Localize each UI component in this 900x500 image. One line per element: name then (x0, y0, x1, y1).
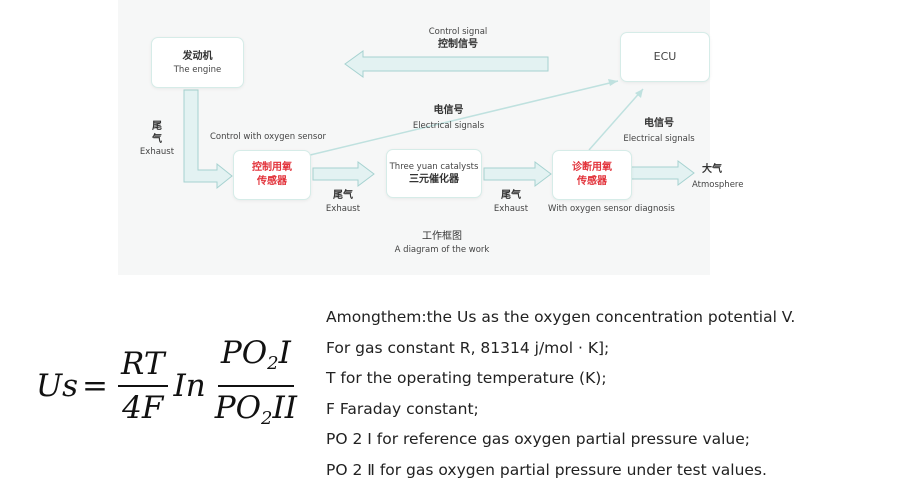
legend-line: PO 2 Ⅱ for gas oxygen partial pressure u… (326, 460, 767, 479)
diagram-caption-zh: 工作框图 (422, 231, 462, 242)
legend-line: Amongthem:the Us as the oxygen concentra… (326, 308, 796, 326)
work-diagram: 发动机 The engine ECU 控制用氧 传感器 Three yuan c… (118, 0, 743, 275)
control-sensor-label-line1: 控制用氧 (252, 162, 292, 173)
exhaust-label-3-zh: 尾气 (501, 190, 521, 201)
control-sensor-label-line2: 传感器 (257, 176, 287, 187)
control-sensor-caption: Control with oxygen sensor (210, 132, 327, 142)
atmosphere-label-zh: 大气 (702, 164, 722, 175)
legend-line: PO 2 Ⅰ for reference gas oxygen partial … (326, 430, 751, 448)
exhaust-label-1-en: Exhaust (139, 147, 175, 157)
formula-num-i: I (278, 335, 291, 371)
exhaust-label-2: 尾气 Exhaust (318, 189, 368, 215)
formula-ratio-den: PO2II (212, 387, 300, 437)
formula-equals: = (82, 368, 109, 404)
diagnosis-sensor-caption: With oxygen sensor diagnosis (548, 204, 675, 214)
formula-coef-num: RT (118, 346, 168, 387)
legend-line: T for the operating temperature (K); (326, 369, 607, 387)
exhaust-arrow-1 (183, 89, 233, 190)
electrical-signal-label-2-zh: 电信号 (644, 118, 674, 129)
atmosphere-label-en: Atmosphere (692, 180, 744, 190)
electrical-signal-line-1 (305, 80, 619, 157)
formula-ln: In (173, 368, 206, 404)
engine-label-zh: 发动机 (182, 50, 213, 62)
electrical-signal-label-2-en: Electrical signals (623, 134, 695, 144)
electrical-signal-line-2 (588, 88, 644, 151)
exhaust-label-1-zh-2: 气 (152, 134, 162, 145)
catalyst-node: Three yuan catalysts 三元催化器 (386, 149, 482, 198)
catalyst-caption: Three yuan catalysts (389, 161, 479, 172)
engine-label-en: The engine (173, 64, 222, 75)
legend-line: F Faraday constant; (326, 399, 479, 418)
control-signal-arrow (344, 50, 549, 78)
electrical-signal-head-2 (635, 89, 643, 98)
formula-lhs: Us (36, 368, 79, 404)
exhaust-label-2-en: Exhaust (325, 204, 361, 214)
control-sensor-node: 控制用氧 传感器 (233, 150, 311, 200)
exhaust-arrow-2 (312, 161, 375, 187)
formula-pressure-ratio: PO2I PO2II (212, 335, 300, 437)
formula-coefficient: RT 4F (118, 346, 168, 426)
exhaust-label-3: 尾气 Exhaust (486, 189, 536, 215)
control-signal-label-en: Control signal (428, 27, 488, 37)
formula-ratio-num: PO2I (217, 335, 294, 387)
electrical-signal-label-1: 电信号 Electrical signals (391, 104, 506, 132)
electrical-signal-label-1-zh: 电信号 (433, 105, 464, 116)
electrical-signal-label-1-en: Electrical signals (412, 121, 485, 131)
exhaust-label-2-zh: 尾气 (333, 190, 353, 201)
control-signal-label-zh: 控制信号 (438, 39, 478, 50)
diagram-caption: 工作框图 A diagram of the work (372, 230, 512, 256)
catalyst-label-zh: 三元催化器 (409, 173, 459, 185)
exhaust-label-1: 尾 气 Exhaust (132, 120, 182, 158)
exhaust-label-1-zh-1: 尾 (152, 121, 162, 132)
ecu-node: ECU (620, 32, 710, 82)
atmosphere-label: 大气 (702, 163, 722, 177)
formula-den-ii: II (272, 390, 297, 426)
formula-den-sub: 2 (261, 408, 273, 429)
diagnosis-sensor-label-line1: 诊断用氧 (572, 162, 612, 173)
diagram-arrows (183, 50, 695, 190)
formula-legend: Amongthem:the Us as the oxygen concentra… (326, 302, 896, 485)
electrical-signal-label-2: 电信号 Electrical signals (604, 117, 714, 145)
diagnosis-sensor-node: 诊断用氧 传感器 (552, 150, 632, 200)
diagram-caption-en: A diagram of the work (394, 245, 490, 255)
electrical-signal-head-1 (608, 79, 618, 86)
formula-coef-den: 4F (122, 390, 164, 426)
formula-num-sub: 2 (267, 353, 279, 374)
engine-node: 发动机 The engine (151, 37, 244, 88)
legend-line: For gas constant R, 81314 j/mol · K]; (326, 338, 610, 357)
atmosphere-label-en-wrap: Atmosphere (692, 179, 772, 191)
formula-den-po: PO (214, 390, 262, 426)
ecu-label: ECU (653, 50, 677, 63)
control-signal-label: Control signal 控制信号 (403, 26, 513, 52)
diagnosis-sensor-label-line2: 传感器 (577, 176, 607, 187)
nernst-formula: Us = RT 4F In PO2I PO2II (36, 335, 306, 437)
exhaust-arrow-3 (483, 161, 552, 187)
exhaust-label-3-en: Exhaust (493, 204, 529, 214)
formula-num-po: PO (220, 335, 268, 371)
